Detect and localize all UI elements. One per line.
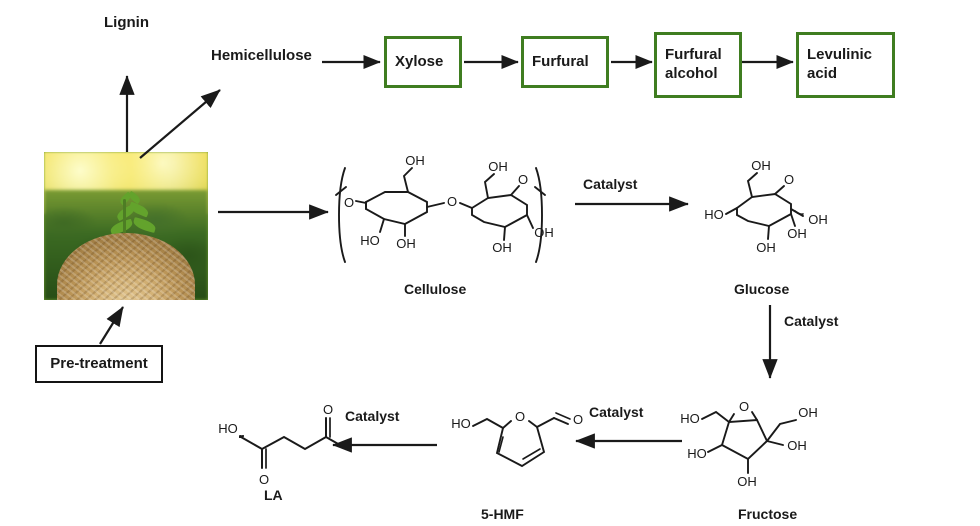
label-la: LA <box>264 487 283 503</box>
svg-text:OH: OH <box>737 474 757 489</box>
svg-text:OH: OH <box>787 226 807 241</box>
svg-text:HO: HO <box>704 207 724 222</box>
box-furfural-alcohol[interactable]: Furfural alcohol <box>654 32 742 98</box>
svg-text:O: O <box>259 472 269 487</box>
svg-text:OH: OH <box>808 212 828 227</box>
svg-text:OH: OH <box>488 159 508 174</box>
label-hemicellulose: Hemicellulose <box>211 47 312 64</box>
label-catalyst-hmf-la: Catalyst <box>345 408 400 424</box>
svg-text:O: O <box>344 195 354 210</box>
label-catalyst-fructose-hmf: Catalyst <box>589 404 644 420</box>
glucose-atom-labels: OH HO OH OH OH O <box>704 158 828 255</box>
fructose-structure <box>701 410 797 474</box>
svg-text:O: O <box>515 409 525 424</box>
svg-text:OH: OH <box>798 405 818 420</box>
box-furfural[interactable]: Furfural <box>521 36 609 88</box>
arrow-pretreatment-to-biomass <box>99 306 124 345</box>
svg-text:OH: OH <box>396 236 416 251</box>
box-pre-treatment[interactable]: Pre-treatment <box>35 345 163 383</box>
svg-text:HO: HO <box>687 446 707 461</box>
box-furfural-label: Furfural <box>532 52 589 70</box>
cellulose-atom-labels: O OH HO OH O OH O OH OH <box>344 153 554 255</box>
svg-text:HO: HO <box>680 411 700 426</box>
box-levulinic-acid[interactable]: Levulinic acid <box>796 32 895 98</box>
arrow-biomass-to-hemicellulose <box>139 89 221 159</box>
svg-text:HO: HO <box>218 421 238 436</box>
svg-text:OH: OH <box>405 153 425 168</box>
svg-text:O: O <box>518 172 528 187</box>
la-structure <box>239 417 348 469</box>
cellulose-structure <box>335 167 546 263</box>
box-furfural-alcohol-label: Furfural alcohol <box>665 46 722 82</box>
svg-text:OH: OH <box>787 438 807 453</box>
hmf-structure <box>472 412 571 468</box>
label-catalyst-glucose-fructose: Catalyst <box>784 313 839 329</box>
svg-text:O: O <box>784 172 794 187</box>
svg-text:O: O <box>739 399 749 414</box>
la-atom-labels: HO O O <box>218 402 333 487</box>
svg-text:OH: OH <box>751 158 771 173</box>
label-catalyst-cellulose-glucose: Catalyst <box>583 176 638 192</box>
box-pre-treatment-label: Pre-treatment <box>50 354 148 372</box>
label-cellulose: Cellulose <box>404 281 467 297</box>
svg-text:O: O <box>573 412 583 427</box>
svg-text:OH: OH <box>534 225 554 240</box>
box-levulinic-acid-label: Levulinic acid <box>807 46 873 82</box>
glucose-structure <box>725 172 804 240</box>
hmf-atom-labels: HO O O <box>451 409 583 431</box>
label-lignin: Lignin <box>104 14 149 31</box>
photo-stem <box>122 199 126 244</box>
fructose-atom-labels: HO O OH OH HO OH <box>680 399 818 489</box>
svg-text:HO: HO <box>451 416 471 431</box>
box-xylose-label: Xylose <box>395 52 444 70</box>
svg-text:O: O <box>447 194 457 209</box>
box-xylose[interactable]: Xylose <box>384 36 462 88</box>
svg-text:O: O <box>323 402 333 417</box>
label-hmf: 5-HMF <box>481 506 524 522</box>
svg-text:HO: HO <box>360 233 380 248</box>
svg-text:OH: OH <box>492 240 512 255</box>
label-glucose: Glucose <box>734 281 790 297</box>
svg-text:OH: OH <box>756 240 776 255</box>
label-fructose: Fructose <box>738 506 798 522</box>
biomass-photo <box>44 152 208 300</box>
